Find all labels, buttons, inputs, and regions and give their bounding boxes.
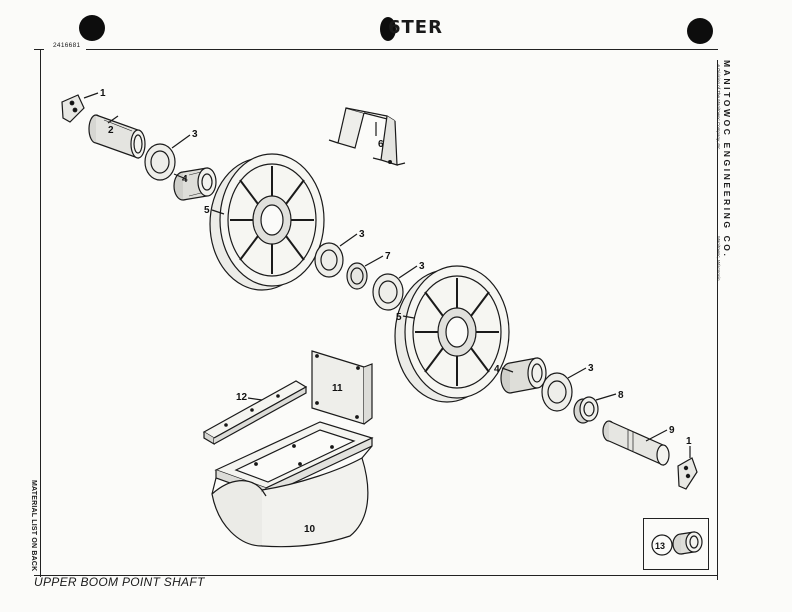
- callout-label: 3: [588, 363, 594, 374]
- callout-label: 3: [192, 129, 198, 140]
- callout-label: 1: [100, 88, 106, 99]
- company-division: A Division of The Manitowoc Company, Inc…: [716, 64, 721, 151]
- part-4-bearing-a: [173, 167, 217, 201]
- callout-label: 5: [396, 312, 402, 323]
- callout-label: 12: [236, 392, 248, 403]
- frame-line: [86, 49, 718, 50]
- part-5-sheave-b: [394, 265, 510, 403]
- callout-label: 6: [378, 139, 384, 150]
- part-3-spacer-b: [314, 242, 344, 278]
- callout-label: 8: [618, 390, 624, 401]
- part-3-spacer-d: [541, 372, 573, 412]
- part-5-sheave-a: [209, 153, 325, 291]
- part-1-retainer-plate: [61, 94, 85, 123]
- part-11-plate: [311, 350, 373, 425]
- part-9-shaft: [602, 420, 670, 466]
- callout-label: 5: [204, 205, 210, 216]
- callout-label: 3: [359, 229, 365, 240]
- part-3-spacer-a: [144, 143, 176, 181]
- part-4-bearing-b: [500, 357, 547, 394]
- part-10-base-assembly: [211, 421, 374, 548]
- frame-line: [34, 575, 718, 576]
- frame-line: [717, 60, 718, 580]
- callout-label: 9: [669, 425, 675, 436]
- callout-label: 4: [494, 364, 500, 375]
- part-12-strip: [202, 380, 308, 446]
- drawing-title: UPPER BOOM POINT SHAFT: [34, 575, 205, 589]
- drawing-number: 2416681: [50, 42, 84, 49]
- material-list-note: MATERIAL LIST ON BACK: [30, 480, 37, 572]
- part-3-spacer-c: [372, 273, 404, 311]
- frame-line: [40, 49, 41, 577]
- part-8-collar: [573, 396, 599, 424]
- callout-label: 3: [419, 261, 425, 272]
- binder-hole-left: [79, 15, 105, 41]
- binder-hole-right: [687, 18, 713, 44]
- callout-label: 10: [304, 524, 316, 535]
- callout-label: 4: [182, 174, 188, 185]
- stamp-text: 6TER: [388, 17, 443, 38]
- inset-box: [643, 518, 709, 570]
- company-location: Manitowoc, Wisconsin: [716, 236, 721, 281]
- binder-hole-center: [380, 17, 396, 41]
- callout-label: 1: [686, 436, 692, 447]
- callout-label: 2: [108, 125, 114, 136]
- part-6-bracket: [328, 107, 406, 166]
- callout-label: 7: [385, 251, 391, 262]
- part-2-bushing: [88, 114, 146, 159]
- callout-label: 13: [655, 541, 665, 551]
- callout-label: 11: [332, 383, 343, 394]
- part-1-retainer-plate-b: [677, 457, 698, 490]
- frame-line: [34, 49, 44, 50]
- part-7-ring: [346, 262, 368, 290]
- part-13-sleeve: [651, 531, 703, 556]
- company-name: MANITOWOC ENGINEERING CO.: [722, 60, 732, 259]
